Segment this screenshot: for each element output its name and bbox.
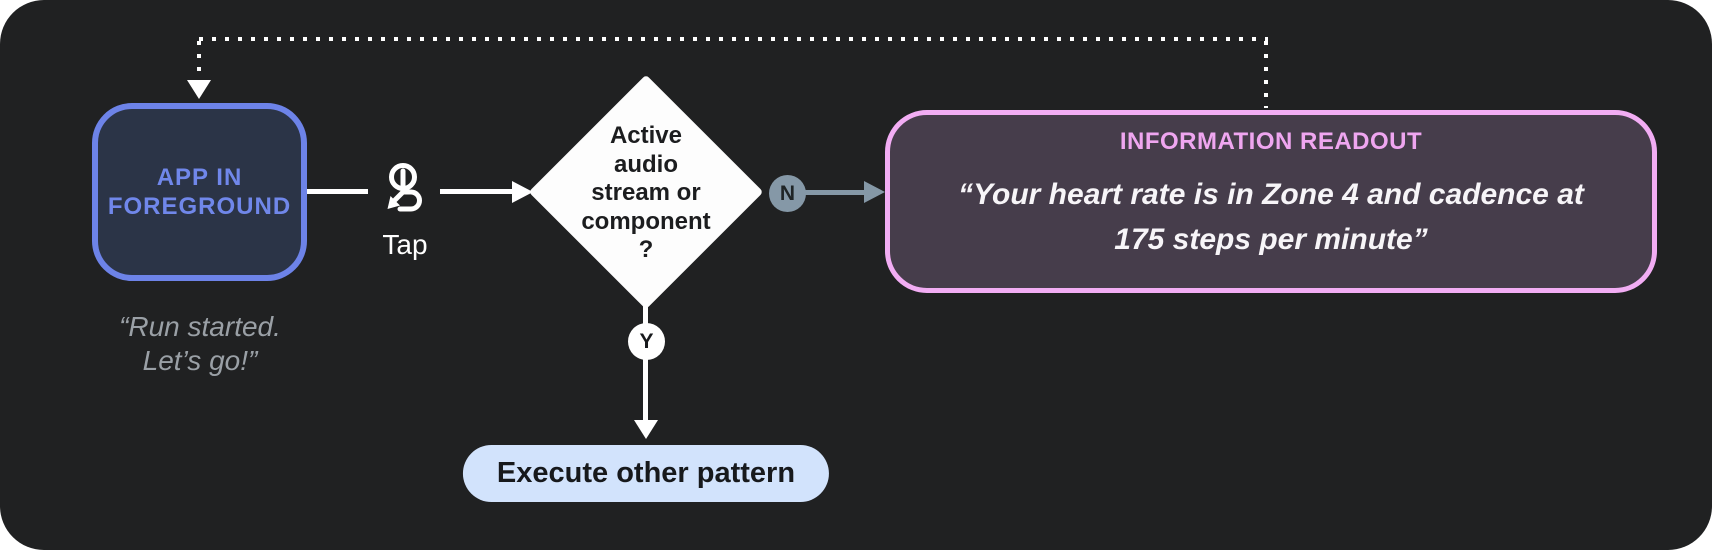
branch-yes-label: Y: [639, 329, 654, 353]
branch-no-badge: N: [769, 175, 806, 212]
connector-yes-to-action: [643, 359, 648, 422]
app-node-label: APP IN FOREGROUND: [107, 164, 292, 220]
connector-tap-to-diamond: [440, 189, 514, 194]
readout-voice-quote: “Your heart rate is in Zone 4 and cadenc…: [958, 178, 1584, 256]
branch-no-label: N: [779, 181, 796, 205]
tap-gesture-icon: [387, 163, 422, 212]
feedback-loop-right-dotted-line: [1264, 41, 1268, 108]
connector-no-to-readout: [805, 190, 866, 195]
feedback-loop-left-dotted-line: [197, 41, 201, 81]
app-node-voice-quote: “Run started. Let’s go!”: [119, 311, 281, 376]
node-app-in-foreground: APP IN FOREGROUND: [92, 103, 307, 281]
feedback-arrowhead-icon: [187, 80, 211, 99]
decision-label: Active audio stream or component ?: [581, 122, 711, 263]
action-arrowhead-icon: [634, 420, 658, 439]
action-label: Execute other pattern: [496, 457, 796, 489]
readout-arrowhead-icon: [864, 181, 885, 203]
diamond-arrowhead-icon: [512, 181, 533, 203]
feedback-loop-horizontal-dotted-line: [199, 37, 1268, 41]
node-execute-other-pattern: Execute other pattern: [462, 445, 830, 502]
connector-app-to-tap: [307, 189, 368, 194]
node-information-readout: INFORMATION READOUT “Your heart rate is …: [885, 110, 1657, 293]
connector-diamond-to-yes: [643, 301, 648, 324]
branch-yes-badge: Y: [628, 323, 665, 360]
tap-label: Tap: [382, 229, 428, 260]
readout-title: INFORMATION READOUT: [1119, 128, 1423, 155]
